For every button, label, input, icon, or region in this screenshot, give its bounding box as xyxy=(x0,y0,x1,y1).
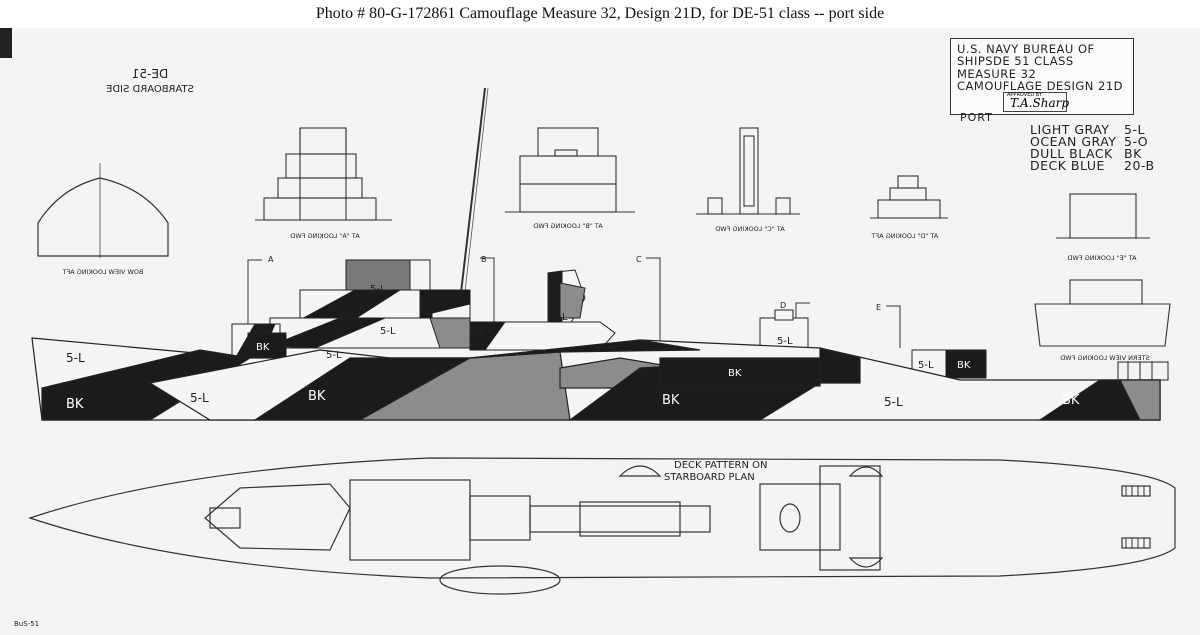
deck-ladders xyxy=(1125,486,1145,548)
view-c-label: AT "C" LOOKING FWD xyxy=(715,225,785,233)
hull-label-4: BK xyxy=(308,389,326,404)
deck-plan xyxy=(28,457,1176,595)
section-mark-d: D xyxy=(780,301,786,310)
title-line1: U.S. NAVY BUREAU OF SHIPS xyxy=(957,42,1095,68)
color-legend: LIGHT GRAY 5-L OCEAN GRAY 5-O DULL BLACK… xyxy=(1030,122,1155,173)
hull-label-7: BK xyxy=(1062,393,1080,408)
view-d-label: AT "D" LOOKING AFT xyxy=(872,232,939,240)
hull-label-1: 5-L xyxy=(66,351,85,365)
approval-stamp: APPROVED BY T.A.Sharp xyxy=(1003,92,1070,112)
stamp-caption: APPROVED BY xyxy=(1007,92,1043,98)
super-label-7: 5-L xyxy=(552,312,568,323)
bow-view xyxy=(37,163,169,258)
mirrored-title-line1: DE-51 xyxy=(132,67,168,81)
super-label-9: BK xyxy=(728,368,742,379)
mast xyxy=(457,87,486,319)
mirrored-title: DE-51 STARBOARD SIDE xyxy=(106,67,194,95)
view-a xyxy=(255,127,392,221)
stern-railings xyxy=(1117,361,1169,381)
super-label-11: BK xyxy=(957,360,971,371)
deck-note-line1: DECK PATTERN ON xyxy=(674,460,768,471)
super-label-6: 5-L xyxy=(470,328,486,339)
view-e xyxy=(1056,193,1150,239)
legend-row: LIGHT GRAY 5-L xyxy=(1030,122,1155,137)
legend-row: OCEAN GRAY 5-O xyxy=(1030,134,1155,149)
bow-view-label: BOW VIEW LOOKING AFT xyxy=(63,268,144,276)
deck-note-line2: STARBOARD PLAN xyxy=(664,472,755,483)
view-a-label: AT "A" LOOKING FWD xyxy=(290,232,359,240)
section-mark-b: B xyxy=(481,255,487,264)
view-d xyxy=(870,175,948,219)
stern-view-label: STERN VIEW LOOKING FWD xyxy=(1060,354,1150,362)
superstructure xyxy=(231,259,987,379)
legend-code-ocean-gray: 5-O xyxy=(1124,134,1149,149)
super-label-4: 5-L xyxy=(380,326,396,337)
mirrored-title-line2: STARBOARD SIDE xyxy=(106,84,194,95)
section-mark-a: A xyxy=(268,255,274,264)
corner-note: BuS-51 xyxy=(14,620,39,628)
view-b-label: AT "B" LOOKING FWD xyxy=(533,222,602,230)
legend-name-ocean-gray: OCEAN GRAY xyxy=(1030,134,1117,149)
title-block: U.S. NAVY BUREAU OF SHIPS DE 51 CLASS ME… xyxy=(950,38,1134,115)
hull xyxy=(31,337,1161,421)
legend-name-light-gray: LIGHT GRAY xyxy=(1030,122,1110,137)
legend-name-dull-black: DULL BLACK xyxy=(1030,146,1113,161)
edge-strip xyxy=(0,28,12,58)
super-label-3: BK xyxy=(256,342,270,353)
super-label-1: 5-L xyxy=(370,284,386,295)
legend-row: DECK BLUE 20-B xyxy=(1030,158,1155,173)
photo-caption: Photo # 80-G-172861 Camouflage Measure 3… xyxy=(315,5,885,22)
ship-drawing: DE-51 STARBOARD SIDE BOW VIEW LOOKING AF… xyxy=(0,28,1176,628)
legend-code-deck-blue: 20-B xyxy=(1124,158,1155,173)
super-label-10: 5-L xyxy=(918,360,934,371)
legend-name-deck-blue: DECK BLUE xyxy=(1030,158,1105,173)
super-label-8: 5-L xyxy=(777,336,793,347)
view-c xyxy=(696,127,800,215)
section-marks xyxy=(247,257,901,348)
super-label-2: 5-L xyxy=(254,324,270,335)
view-b xyxy=(505,127,635,213)
stamp-signature: T.A.Sharp xyxy=(1010,96,1070,110)
hull-label-6: 5-L xyxy=(884,395,903,409)
camouflage-drawing-sheet: DE-51 STARBOARD SIDE BOW VIEW LOOKING AF… xyxy=(0,28,1200,635)
legend-code-dull-black: BK xyxy=(1124,146,1142,161)
side-label: PORT xyxy=(960,111,993,124)
section-mark-c: C xyxy=(636,255,642,264)
title-line3: MEASURE 32 xyxy=(957,67,1037,81)
title-line4: CAMOUFLAGE DESIGN 21D xyxy=(957,79,1124,93)
legend-row: DULL BLACK BK xyxy=(1030,146,1155,161)
super-label-5: 5-L xyxy=(326,350,342,361)
title-line2: DE 51 CLASS xyxy=(993,54,1074,68)
hull-label-2: BK xyxy=(66,397,84,412)
hull-label-5: BK xyxy=(662,393,680,408)
legend-code-light-gray: 5-L xyxy=(1124,122,1145,137)
view-e-label: AT "E" LOOKING FWD xyxy=(1067,254,1136,262)
stern-view xyxy=(1034,279,1171,347)
hull-label-3: 5-L xyxy=(190,391,209,405)
section-mark-e: E xyxy=(876,303,881,312)
